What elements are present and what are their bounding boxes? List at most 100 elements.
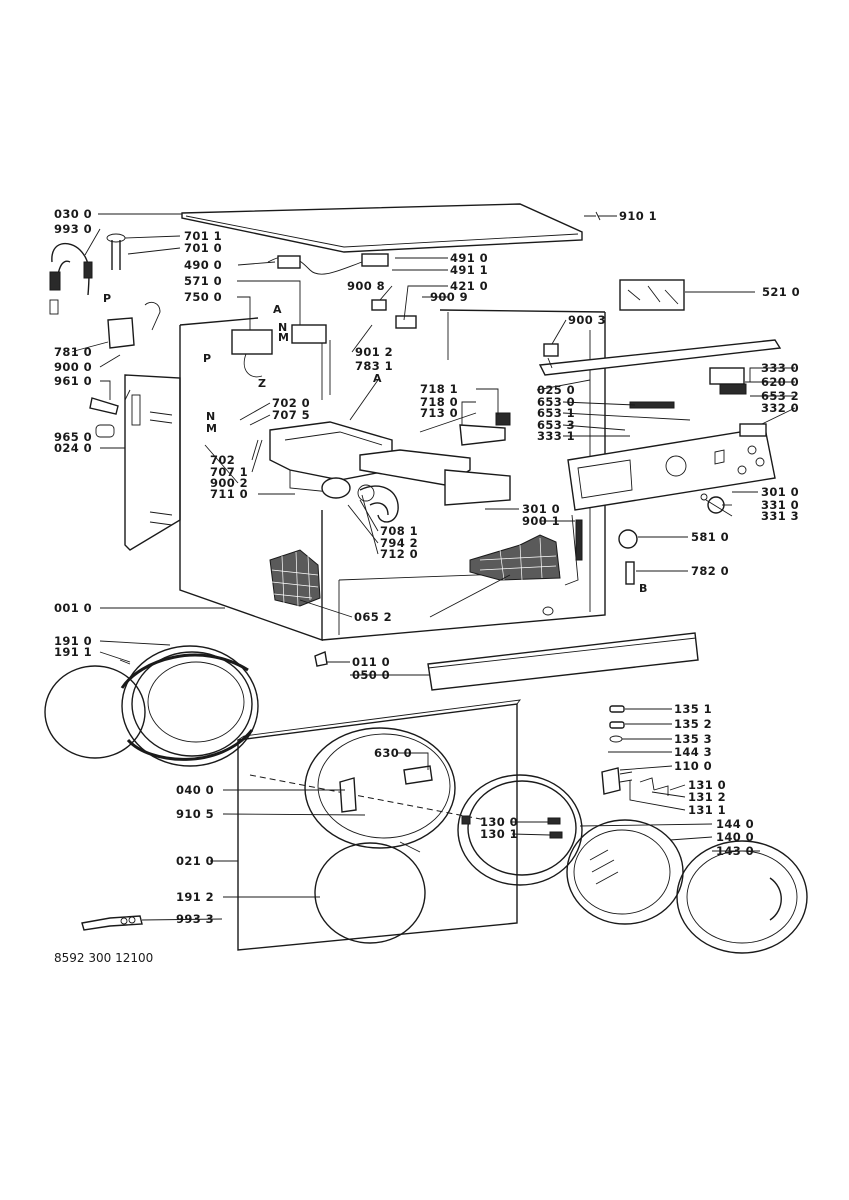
marker-z: Z: [258, 377, 266, 390]
callout-label: 144 3: [674, 745, 712, 759]
callout-label: 910 5: [176, 807, 214, 821]
drain-hose: [357, 484, 399, 523]
insulation-mesh-right: [469, 534, 561, 581]
marker-b: B: [639, 582, 647, 595]
callout-label: 702 0: [272, 396, 310, 410]
electronic-module: [619, 279, 685, 311]
pressure-switch: [89, 397, 119, 438]
callout-label: 490 0: [184, 258, 222, 272]
callout-label: 571 0: [184, 274, 222, 288]
callout-label: 331 0: [761, 498, 799, 512]
callout-label: 708 1: [380, 524, 418, 538]
callout-label: 011 0: [352, 655, 390, 669]
callout-label: 131 1: [688, 803, 726, 817]
callout-label: 620 0: [761, 375, 799, 389]
door-ring: [457, 774, 583, 886]
callout-label: 993 0: [54, 222, 92, 236]
callout-label: 143 0: [716, 844, 754, 858]
letter-markers: P A N M P Z N M A B: [103, 292, 647, 595]
callout-label: 333 0: [761, 361, 799, 375]
callout-label: 653 1: [537, 406, 575, 420]
callout-label: 783 1: [355, 359, 393, 373]
callout-label: 065 2: [354, 610, 392, 624]
callout-label: 900 8: [347, 279, 385, 293]
door-glass: [566, 819, 684, 925]
insulation-mesh-left: [269, 549, 321, 607]
callout-label: 050 0: [352, 668, 390, 682]
callout-label: 782 0: [691, 564, 729, 578]
callout-label: 040 0: [176, 783, 214, 797]
callout-label: 707 1: [210, 465, 248, 479]
service-tool: [81, 915, 143, 931]
callout-label: 021 0: [176, 854, 214, 868]
callout-label: 712 0: [380, 547, 418, 561]
callout-label: 900 3: [568, 313, 606, 327]
callout-label: 001 0: [54, 601, 92, 615]
callout-label: 191 1: [54, 645, 92, 659]
parts-drawing: [44, 203, 808, 954]
callout-label: 140 0: [716, 830, 754, 844]
callout-label: 331 3: [761, 509, 799, 523]
callout-label: 781 0: [54, 345, 92, 359]
marker-m-top: M: [278, 331, 289, 344]
callout-label: 718 0: [420, 395, 458, 409]
callout-label: 131 0: [688, 778, 726, 792]
callout-label: 131 2: [688, 790, 726, 804]
callout-label: 901 2: [355, 345, 393, 359]
rear-panel: [124, 374, 181, 551]
callout-label: 521 0: [762, 285, 800, 299]
callout-label: 025 0: [537, 383, 575, 397]
front-panel: [237, 699, 522, 951]
plinth: [314, 632, 699, 691]
callout-label: 333 1: [537, 429, 575, 443]
callout-label: 130 0: [480, 815, 518, 829]
callout-label: 701 1: [184, 229, 222, 243]
callout-label: 491 1: [450, 263, 488, 277]
control-panel: [567, 367, 776, 511]
marker-n-top: N: [278, 321, 287, 334]
callout-label: 630 0: [374, 746, 412, 760]
detergent-drawer: [359, 412, 511, 506]
callout-label: 711 0: [210, 487, 248, 501]
callout-label: 993 3: [176, 912, 214, 926]
callout-label: 701 0: [184, 241, 222, 255]
callout-label: 491 0: [450, 251, 488, 265]
marker-a-mid: A: [373, 372, 382, 385]
callout-label: 581 0: [691, 530, 729, 544]
callout-labels: 030 0 993 0 701 1 701 0 490 0 571 0 750 …: [54, 207, 800, 926]
callout-label: 707 5: [272, 408, 310, 422]
callout-label: 910 1: [619, 209, 657, 223]
marker-p-top: P: [103, 292, 111, 305]
callout-label: 900 0: [54, 360, 92, 374]
top-lid: [181, 203, 583, 253]
callout-label: 653 0: [537, 395, 575, 409]
callout-label: 718 1: [420, 382, 458, 396]
callout-label: 130 1: [480, 827, 518, 841]
document-code: 8592 300 12100: [54, 951, 153, 965]
door-handle-parts: [601, 705, 669, 796]
callout-label: 144 0: [716, 817, 754, 831]
marker-a-top: A: [273, 303, 282, 316]
marker-n-mid: N: [206, 410, 215, 423]
inlet-valve-assembly: [49, 233, 417, 378]
callout-label: 030 0: [54, 207, 92, 221]
callout-label: 421 0: [450, 279, 488, 293]
marker-m-mid: M: [206, 422, 217, 435]
callout-label: 332 0: [761, 401, 799, 415]
callout-label: 135 2: [674, 717, 712, 731]
control-rail: [538, 339, 782, 376]
callout-label: 301 0: [522, 502, 560, 516]
callout-label: 713 0: [420, 406, 458, 420]
callout-label: 135 1: [674, 702, 712, 716]
callout-label: 900 1: [522, 514, 560, 528]
callout-label: 900 2: [210, 476, 248, 490]
callout-label: 900 9: [430, 290, 468, 304]
callout-label: 750 0: [184, 290, 222, 304]
callout-label: 965 0: [54, 430, 92, 444]
callout-label: 653 2: [761, 389, 799, 403]
callout-label: 702: [210, 453, 235, 467]
callout-label: 301 0: [761, 485, 799, 499]
callout-label: 024 0: [54, 441, 92, 455]
callout-label: 191 0: [54, 634, 92, 648]
